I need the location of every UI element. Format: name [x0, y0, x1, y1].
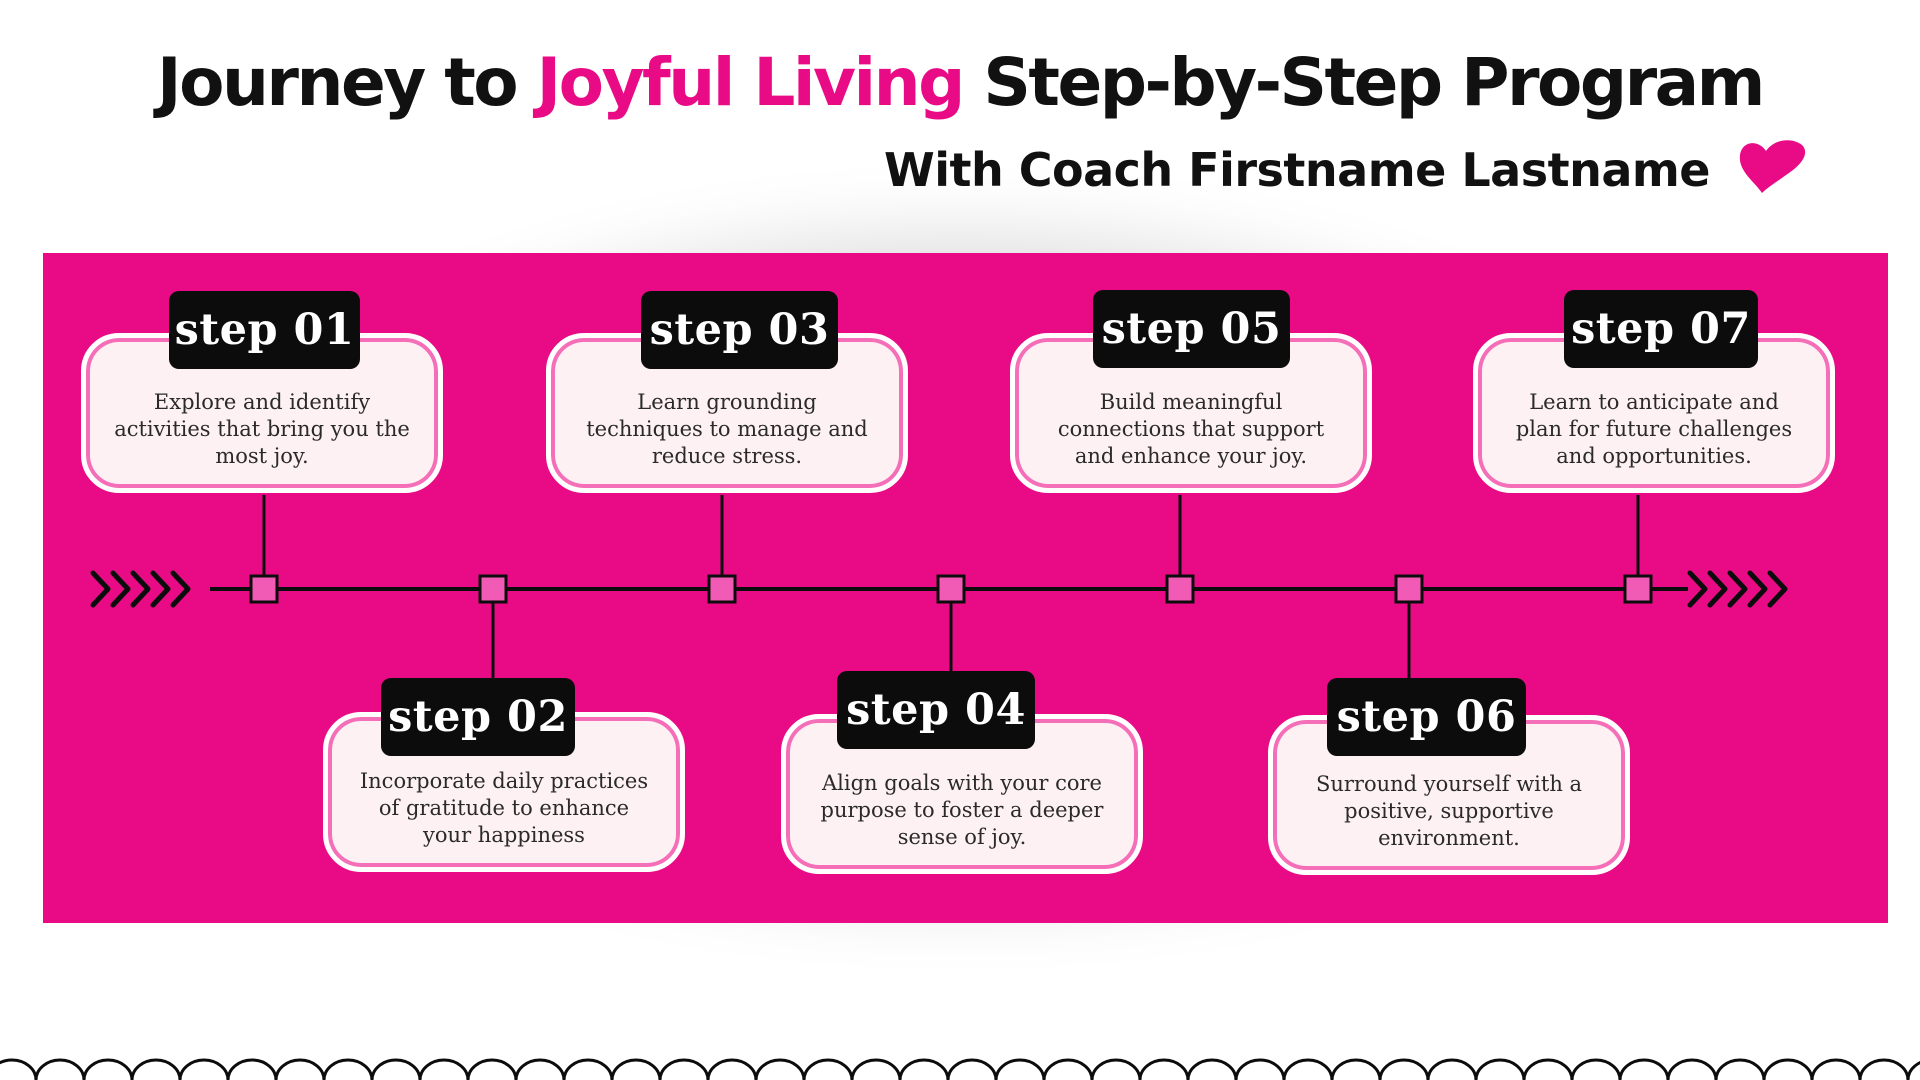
step-description: Incorporate daily practices of gratitude… — [359, 768, 649, 847]
scallop-line — [0, 1058, 1920, 1080]
title-part-1: Journey to — [157, 44, 537, 121]
step-description: Learn to anticipate and plan for future … — [1515, 389, 1793, 468]
step-label-07: step 07 — [1564, 290, 1758, 368]
chevron-right-icon — [1687, 570, 1708, 608]
chevron-right-icon — [150, 570, 171, 608]
chevrons-start-icon — [90, 570, 191, 608]
step-description: Build meaningful connections that suppor… — [1057, 389, 1325, 468]
step-description: Align goals with your core purpose to fo… — [820, 770, 1104, 849]
chevron-right-icon — [170, 570, 191, 608]
step-label-01: step 01 — [169, 291, 360, 369]
scalloped-border — [0, 1058, 1920, 1080]
step-description: Surround yourself with a positive, suppo… — [1315, 771, 1583, 850]
step-label-05: step 05 — [1093, 290, 1290, 368]
timeline-node — [1623, 574, 1653, 604]
step-label-03: step 03 — [641, 291, 838, 369]
timeline-node — [478, 574, 508, 604]
page-title: Journey to Joyful Living Step-by-Step Pr… — [0, 44, 1920, 121]
step-label-04: step 04 — [837, 671, 1035, 749]
chevron-right-icon — [1727, 570, 1748, 608]
step-label-02: step 02 — [381, 678, 575, 756]
timeline-node — [936, 574, 966, 604]
step-description: Learn grounding techniques to manage and… — [586, 389, 868, 468]
title-part-2: Step-by-Step Program — [962, 44, 1765, 121]
chevron-right-icon — [130, 570, 151, 608]
timeline-node — [1394, 574, 1424, 604]
title-accent: Joyful Living — [536, 44, 966, 121]
chevron-right-icon — [1767, 570, 1788, 608]
chevron-right-icon — [90, 570, 111, 608]
page-subtitle: With Coach Firstname Lastname — [883, 143, 1711, 197]
chevron-right-icon — [1747, 570, 1768, 608]
timeline-node — [707, 574, 737, 604]
chevron-right-icon — [1707, 570, 1728, 608]
step-description: Explore and identify activities that bri… — [114, 389, 410, 468]
timeline-node — [249, 574, 279, 604]
connectors — [262, 495, 1640, 678]
chevron-right-icon — [110, 570, 131, 608]
heart-icon — [1739, 140, 1806, 193]
timeline-nodes — [249, 574, 1653, 604]
step-label-06: step 06 — [1327, 678, 1526, 756]
timeline-node — [1165, 574, 1195, 604]
chevrons-end-icon — [1687, 570, 1788, 608]
